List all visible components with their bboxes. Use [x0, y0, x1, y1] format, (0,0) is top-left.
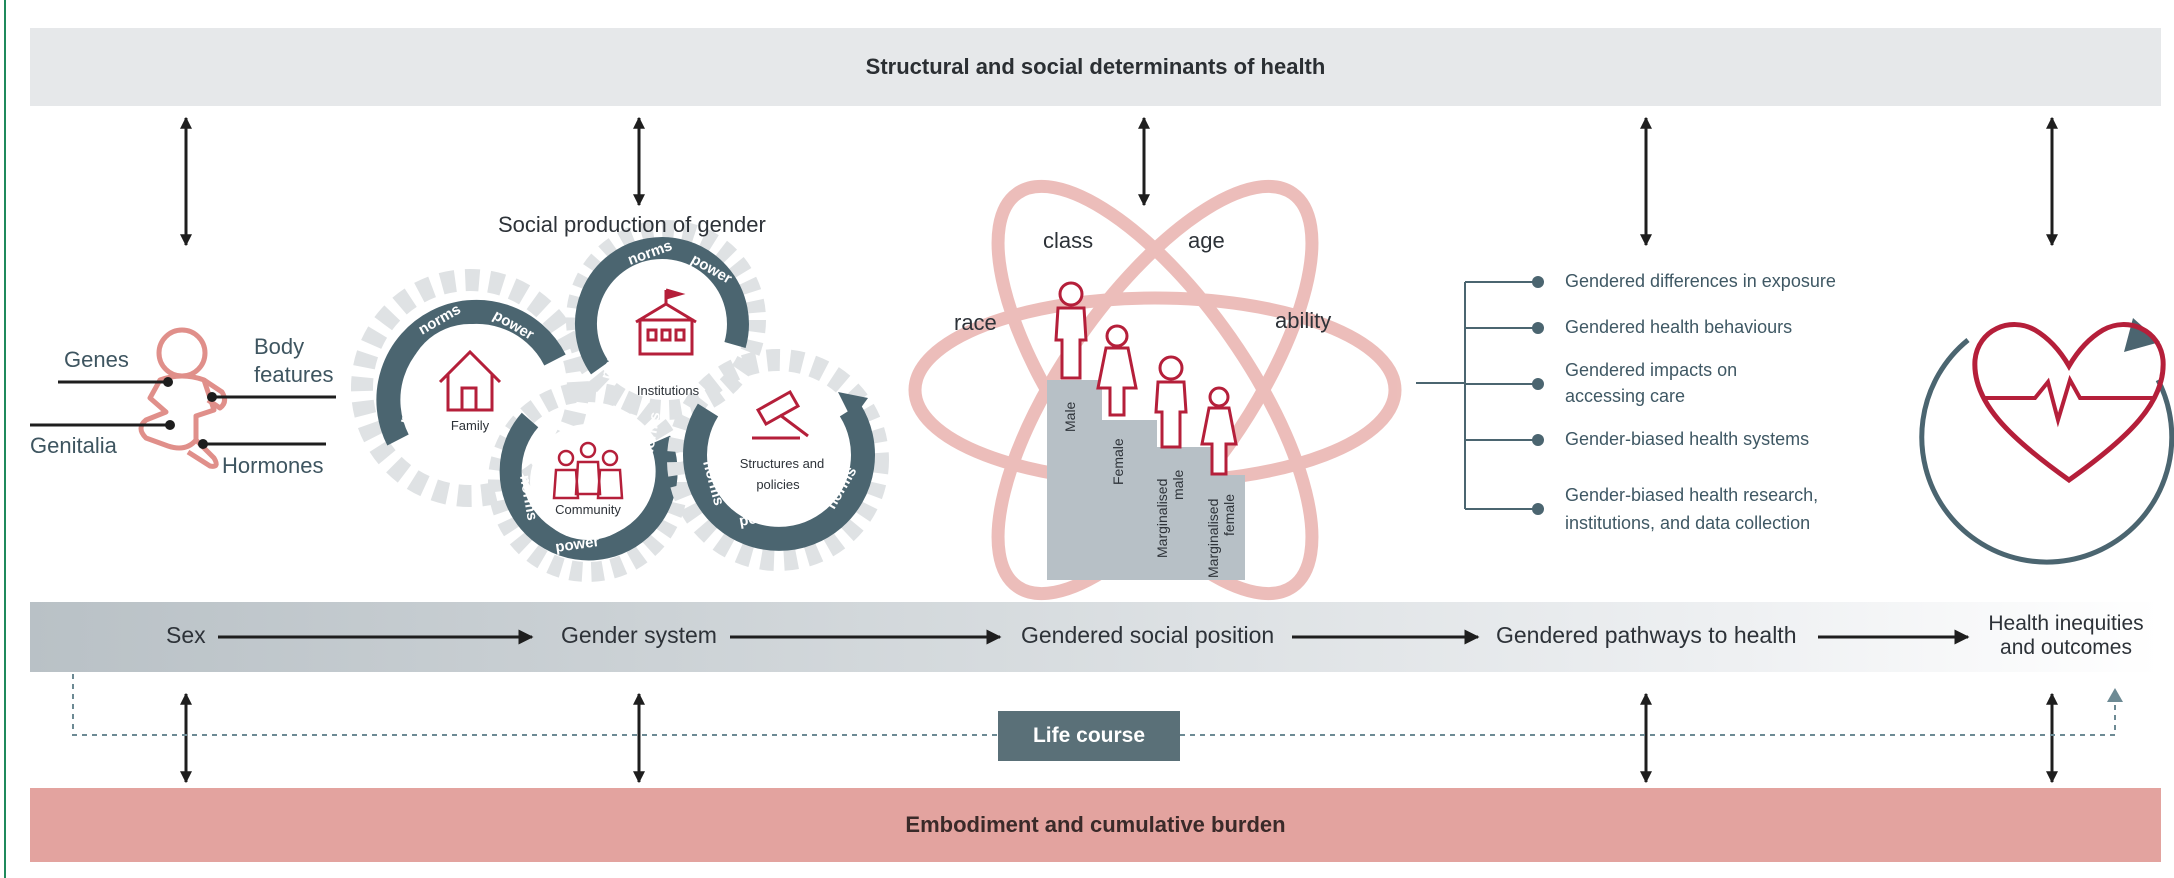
label-hormones: Hormones [222, 453, 324, 478]
orbit-label-class: class [1043, 228, 1093, 253]
orbit-labels: class age race ability [954, 228, 1331, 335]
bullet-dot [1532, 322, 1544, 334]
pathway-item-research-line2: institutions, and data collection [1565, 513, 1811, 533]
top-double-arrows [180, 116, 2058, 247]
stage-health-outcomes-line1: Health inequities [1988, 612, 2144, 635]
gear-word-power: power [554, 533, 600, 556]
life-course-arrowhead [2107, 688, 2123, 702]
bottom-double-arrows [180, 692, 2058, 784]
orbit-label-age: age [1188, 228, 1225, 253]
sex-leader-dots [163, 377, 217, 449]
bullet-dot [1532, 276, 1544, 288]
life-course-label: Life course [998, 711, 1180, 761]
institutions-label: Institutions [637, 383, 700, 398]
structures-label-line1: Structures and [740, 456, 825, 471]
pathway-item-research-line1: Gender-biased health research, [1565, 485, 1819, 505]
pathway-item-exposure: Gendered differences in exposure [1565, 271, 1836, 291]
sex-leader-lines [30, 380, 336, 446]
structures-label-line2: policies [756, 477, 800, 492]
orbit-label-ability: ability [1275, 308, 1331, 333]
label-genitalia: Genitalia [30, 433, 117, 458]
pathway-item-systems: Gender-biased health systems [1565, 429, 1810, 449]
gear-word-power: power [597, 334, 625, 381]
gear-community [488, 382, 688, 582]
step-label-marg-male-line1: Marginalised [1154, 479, 1170, 558]
institution-building-icon [635, 288, 697, 356]
step-label-marg-female-line1: Marginalised [1205, 499, 1221, 578]
pathway-item-access-line1: Gendered impacts on [1565, 360, 1738, 380]
family-label: Family [451, 418, 490, 433]
bullet-dot [1532, 434, 1544, 446]
stage-health-outcomes: Health inequities and outcomes [1976, 612, 2156, 660]
heartbeat-icon [1919, 318, 2174, 565]
life-course-loop [72, 674, 2116, 736]
gear-structures [667, 349, 889, 571]
determinants-title: Structural and social determinants of he… [865, 54, 1326, 79]
label-body-line1: Body [254, 334, 305, 359]
left-margin-rule [4, 0, 6, 878]
step-labels: Male Female Marginalised male Marginalis… [1062, 401, 1237, 578]
pathway-item-access-line2: accessing care [1565, 386, 1686, 406]
embodiment-band [30, 788, 2161, 862]
gear-labels: Family Institutions Community Structures… [451, 383, 824, 517]
stage-gendered-pathways: Gendered pathways to health [1496, 622, 1797, 648]
community-people-icon [552, 441, 624, 500]
step-label-female: Female [1110, 438, 1126, 485]
bullet-dot [1532, 503, 1544, 515]
orbit-label-race: race [954, 310, 997, 335]
community-label: Community [555, 502, 621, 517]
people-icons [1054, 281, 1238, 476]
pathways-bracket [1416, 281, 1538, 510]
stage-health-outcomes-line2: and outcomes [2000, 636, 2132, 659]
social-production-title: Social production of gender [498, 212, 766, 237]
step-label-marg-female-line2: female [1221, 494, 1237, 536]
label-genes: Genes [64, 347, 129, 372]
bullet-dot [1532, 378, 1544, 390]
label-body-line2: features [254, 362, 334, 387]
embodiment-title: Embodiment and cumulative burden [905, 812, 1286, 837]
stage-gender-system: Gender system [561, 622, 717, 648]
stage-gendered-social-position: Gendered social position [1021, 622, 1275, 648]
pathway-item-behaviours: Gendered health behaviours [1565, 317, 1793, 337]
position-staircase [1047, 380, 1245, 580]
pathway-bullets [1532, 276, 1544, 515]
gavel-icon [752, 389, 809, 440]
step-label-marg-male-line2: male [1170, 469, 1186, 500]
determinants-band [30, 28, 2161, 106]
house-icon [438, 349, 502, 412]
stage-sex: Sex [166, 622, 206, 648]
step-label-male: Male [1062, 401, 1078, 432]
